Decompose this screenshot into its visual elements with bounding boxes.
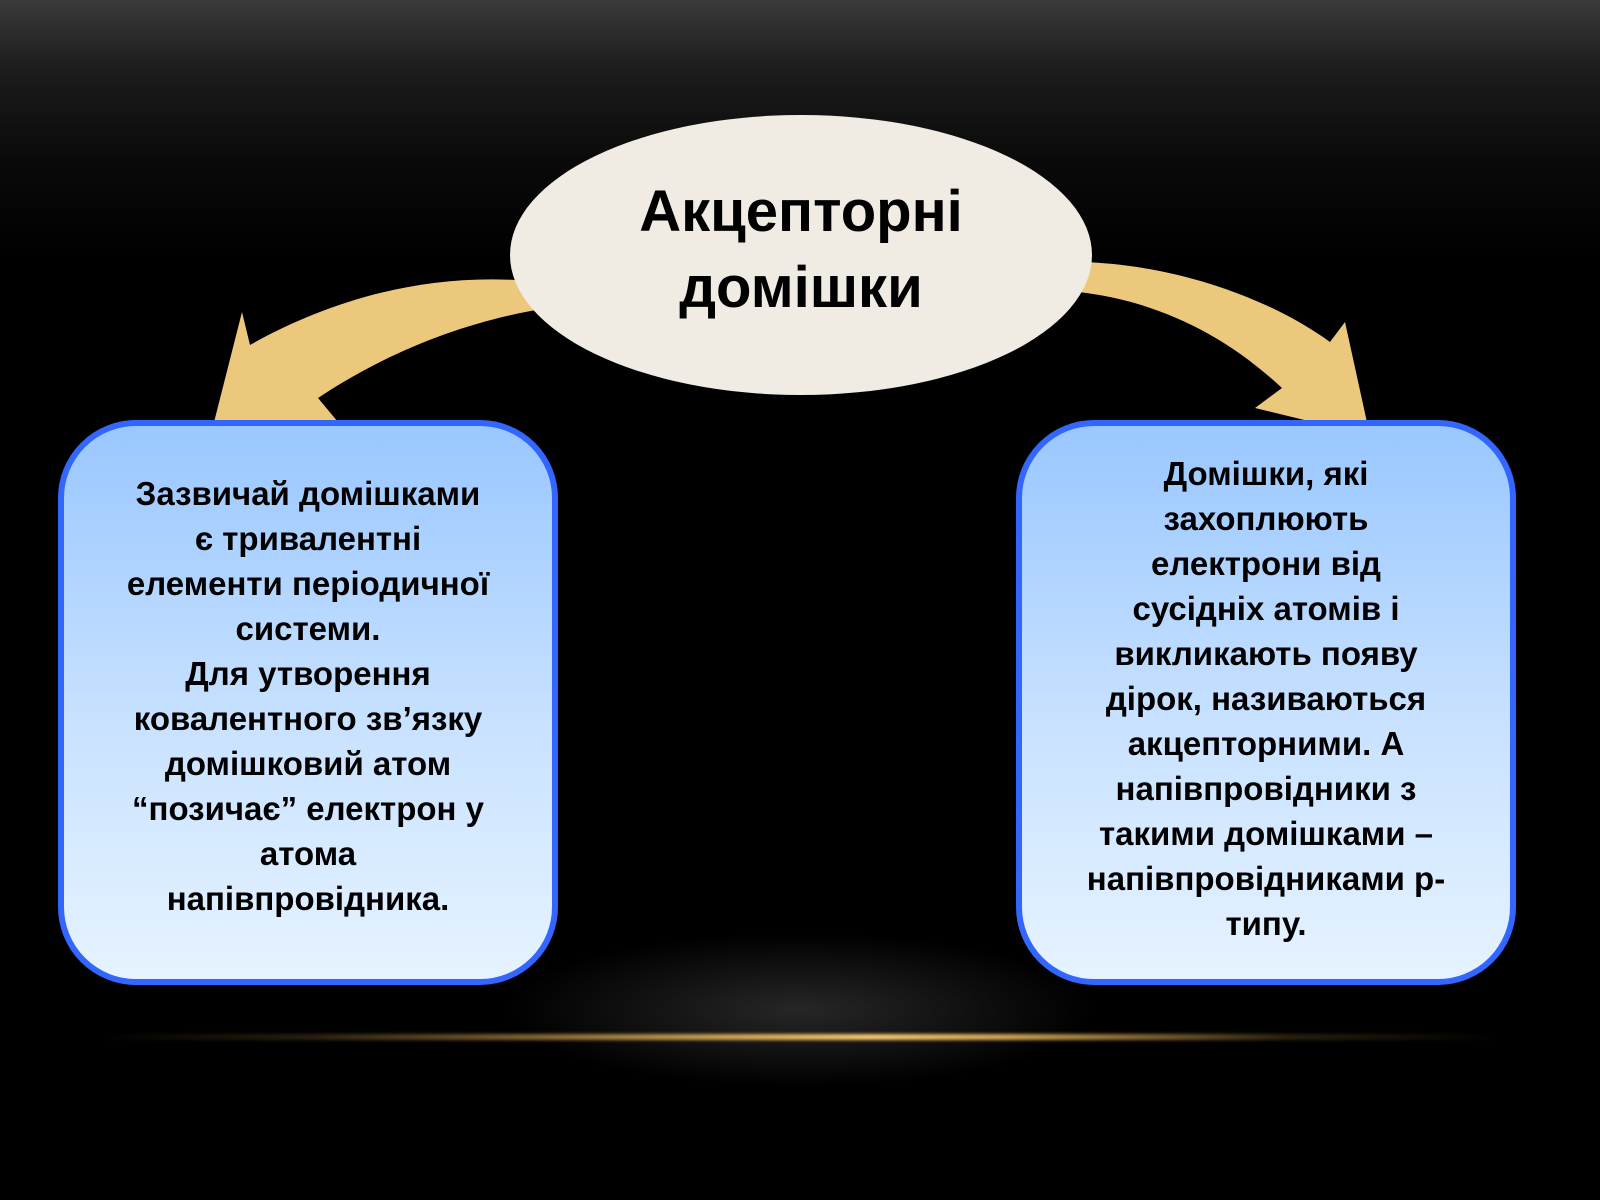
right-info-box: Домішки, які захоплюють електрони від су… bbox=[1016, 420, 1516, 985]
glow-line bbox=[100, 1034, 1500, 1040]
right-info-text: Домішки, які захоплюють електрони від су… bbox=[1086, 455, 1446, 942]
right-curved-arrow bbox=[1078, 262, 1370, 436]
left-info-box: Зазвичай домішками є тривалентні елемент… bbox=[58, 420, 558, 985]
title-ellipse: Акцепторні домішки bbox=[510, 115, 1092, 395]
left-info-text: Зазвичай домішками є тривалентні елемент… bbox=[126, 474, 490, 917]
slide-title: Акцепторні домішки bbox=[639, 179, 963, 320]
left-curved-arrow bbox=[210, 279, 548, 438]
